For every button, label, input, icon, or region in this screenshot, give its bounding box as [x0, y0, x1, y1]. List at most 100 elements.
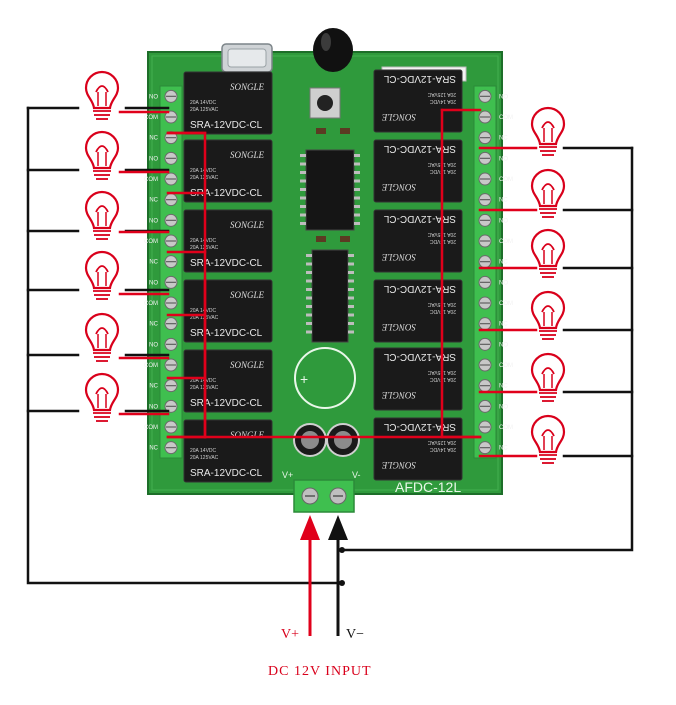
- terminal-label: COM: [144, 363, 158, 369]
- driver-chip: [311, 249, 349, 343]
- chip-pin: [300, 179, 306, 183]
- bulb-filament: [541, 243, 555, 251]
- relay-brand: SONGLE: [230, 220, 265, 230]
- relay-brand: SONGLE: [230, 150, 265, 160]
- terminal-label: NO: [149, 404, 158, 410]
- relay-model: SRA-12VDC-CL: [383, 213, 456, 224]
- terminal-label: COM: [499, 363, 513, 369]
- tact-switch-button: [317, 95, 333, 111]
- board-model-label: AFDC-12L: [395, 479, 461, 495]
- relay-brand: SONGLE: [381, 460, 416, 470]
- relay-model: SRA-12VDC-CL: [190, 468, 263, 479]
- chip-pin: [348, 262, 354, 266]
- bulb-glass: [530, 414, 566, 454]
- bulb-icon: [84, 130, 120, 180]
- board-vplus-label: V+: [282, 470, 293, 480]
- relay-model: SRA-12VDC-CL: [383, 351, 456, 362]
- relay-model: SRA-12VDC-CL: [190, 398, 263, 409]
- terminal-label: NC: [499, 136, 508, 142]
- chip-pin: [306, 322, 312, 325]
- relay-brand: SONGLE: [230, 430, 265, 440]
- chip-pin: [348, 288, 354, 291]
- relay-rating: 20A 14VDC: [190, 168, 217, 174]
- terminal-label: COM: [499, 177, 513, 183]
- bulb-glass: [530, 290, 566, 330]
- bulb-glass: [530, 168, 566, 208]
- chip-pin: [300, 188, 306, 191]
- chip-pin: [348, 313, 354, 317]
- terminal-label: NO: [499, 94, 508, 100]
- chip-pin: [306, 288, 312, 291]
- bulb-icon: [84, 312, 120, 362]
- antenna-coil: [313, 28, 353, 72]
- bulbs: [84, 70, 566, 464]
- terminal-label: NC: [499, 322, 508, 328]
- relay-body: [373, 139, 463, 203]
- bulb-icon: [84, 250, 120, 300]
- bulb-glass: [84, 190, 120, 230]
- chip-pin: [348, 271, 354, 274]
- terminal-label: NO: [149, 342, 158, 348]
- relay-brand: SONGLE: [381, 182, 416, 192]
- chip-pin: [354, 213, 360, 217]
- bulb-filament: [95, 265, 109, 273]
- bulb-icon: [84, 372, 120, 422]
- capacitor-silkscreen: [294, 347, 356, 409]
- relay-body: [373, 279, 463, 343]
- chip-pin: [300, 171, 306, 174]
- chip-pin: [300, 213, 306, 217]
- chip-pin: [306, 271, 312, 274]
- chip-pin: [306, 313, 312, 317]
- relay-body: [373, 209, 463, 273]
- relay-body: [183, 71, 273, 135]
- bulb-filament: [95, 205, 109, 213]
- bulb-icon: [530, 106, 566, 156]
- capacitor-top: [334, 431, 352, 449]
- smd-component: [340, 236, 350, 242]
- bulb-icon: [530, 352, 566, 402]
- dc-input-caption: DC 12V INPUT: [268, 664, 372, 679]
- relay-rating: 20A 125VAC: [427, 439, 456, 445]
- relay-brand: SONGLE: [381, 322, 416, 332]
- bulb-glass: [84, 70, 120, 110]
- chip-pin: [354, 222, 360, 225]
- terminal-label: NC: [499, 384, 508, 390]
- relay-rating: 20A 14VDC: [190, 238, 217, 244]
- bulb-icon: [84, 70, 120, 120]
- chip-pin: [354, 205, 360, 208]
- terminal-label: NC: [149, 322, 158, 328]
- vminus-arrow-head: [328, 515, 348, 540]
- capacitor-plus-mark: +: [300, 371, 308, 387]
- relay-rating: 20A 14VDC: [429, 446, 456, 452]
- terminal-label: NO: [499, 156, 508, 162]
- relay-rating: 20A 14VDC: [190, 448, 217, 454]
- relay-brand: SONGLE: [230, 82, 265, 92]
- bulb-glass: [530, 352, 566, 392]
- junction-dot: [339, 547, 345, 553]
- bulb-glass: [84, 312, 120, 352]
- bulb-filament: [541, 429, 555, 437]
- bulb-filament: [541, 367, 555, 375]
- terminal-label: NO: [499, 218, 508, 224]
- relay-body: [373, 69, 463, 133]
- chip-pin: [306, 305, 312, 308]
- terminal-label: NC: [149, 198, 158, 204]
- chip-pin: [354, 162, 360, 166]
- relay-brand: SONGLE: [381, 252, 416, 262]
- bulb-icon: [530, 414, 566, 464]
- relay-model: SRA-12VDC-CL: [383, 421, 456, 432]
- bulb-glass: [530, 106, 566, 146]
- bulb-glass: [530, 228, 566, 268]
- junction-dot: [339, 580, 345, 586]
- chip-pin: [354, 154, 360, 157]
- board-vminus-label: V-: [352, 470, 361, 480]
- relay-rating: 20A 125VAC: [190, 455, 219, 461]
